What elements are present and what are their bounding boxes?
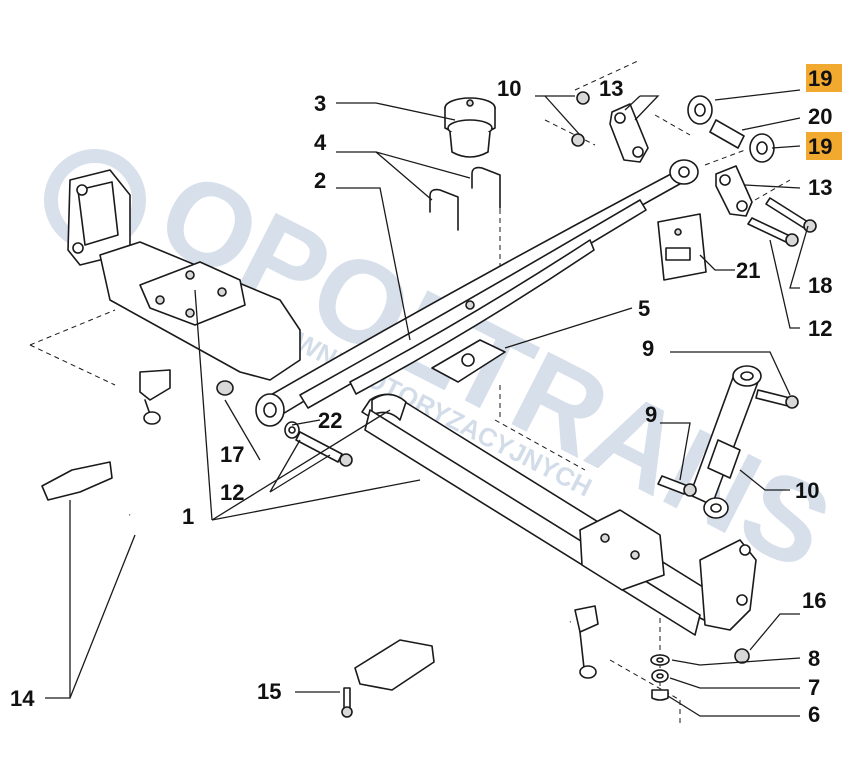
callout-8: 8 xyxy=(808,646,820,671)
callout-9-mid: 9 xyxy=(645,402,657,427)
callout-1: 1 xyxy=(182,504,194,529)
left-frame-rail xyxy=(67,169,301,381)
highlight-19-bottom xyxy=(806,132,842,160)
highlight-19-top xyxy=(806,64,842,92)
stabilizer-bar xyxy=(20,369,599,714)
shock-absorber xyxy=(689,365,762,519)
callout-21: 21 xyxy=(736,258,760,283)
shackle-rear xyxy=(715,165,753,217)
callout-22: 22 xyxy=(318,408,342,433)
callout-3: 3 xyxy=(314,91,326,116)
callout-16: 16 xyxy=(802,588,826,613)
instruction-sheet xyxy=(657,213,707,281)
callout-12-right: 12 xyxy=(808,316,832,341)
callout-12-left: 12 xyxy=(220,480,244,505)
callout-18: 18 xyxy=(808,273,832,298)
u-bolts xyxy=(429,166,501,231)
shackle-front xyxy=(571,91,649,163)
leader-lines xyxy=(45,89,809,717)
callout-17: 17 xyxy=(220,442,244,467)
bolt-15 xyxy=(341,687,353,718)
callout-19-top: 19 xyxy=(808,66,832,91)
callout-13-right: 13 xyxy=(808,175,832,200)
spring-plate xyxy=(431,339,506,383)
callout-4: 4 xyxy=(314,130,327,155)
callout-19-bottom: 19 xyxy=(808,134,832,159)
callout-9-top: 9 xyxy=(642,336,654,361)
front-eye-hardware xyxy=(216,380,353,467)
callout-5: 5 xyxy=(638,296,650,321)
callout-2: 2 xyxy=(314,168,326,193)
bump-stop xyxy=(444,97,496,158)
callout-13-top: 13 xyxy=(599,76,623,101)
callout-11: 10 xyxy=(497,76,521,101)
callout-15: 15 xyxy=(257,679,281,704)
callout-20: 20 xyxy=(808,104,832,129)
bushings xyxy=(687,95,775,163)
shackle-bolts xyxy=(747,197,817,247)
callout-7: 7 xyxy=(808,675,820,700)
callout-10: 10 xyxy=(795,478,819,503)
callouts: 3 4 2 10 13 19 20 19 13 21 18 5 12 9 22 … xyxy=(10,64,842,727)
axle-beam xyxy=(361,393,757,636)
small-hardware xyxy=(650,648,750,701)
shock-bolts xyxy=(657,389,799,497)
callout-14: 14 xyxy=(10,686,35,711)
leaf-spring xyxy=(255,159,699,427)
callout-6: 6 xyxy=(808,702,820,727)
